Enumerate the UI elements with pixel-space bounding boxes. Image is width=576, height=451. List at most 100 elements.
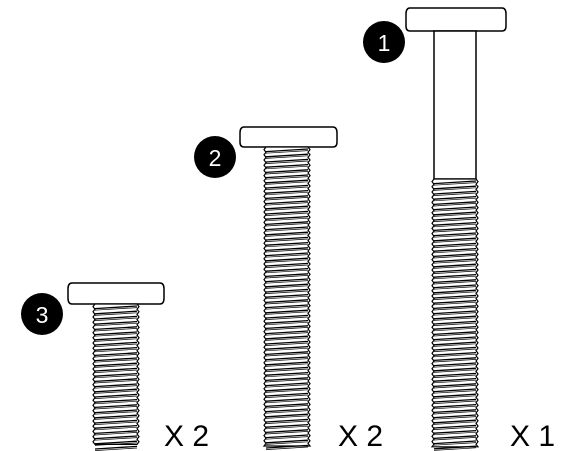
thread-line bbox=[433, 229, 477, 233]
thread-line bbox=[265, 254, 309, 258]
thread-line bbox=[265, 195, 309, 200]
thread-line bbox=[265, 221, 309, 226]
thread-line bbox=[433, 270, 477, 274]
thread-line bbox=[265, 264, 309, 268]
thread-line bbox=[433, 416, 477, 420]
thread-line bbox=[265, 410, 309, 414]
badge-2-number: 2 bbox=[209, 145, 222, 171]
thread-line bbox=[433, 431, 477, 436]
thread-line bbox=[265, 275, 309, 279]
thread-line bbox=[433, 447, 477, 451]
thread-line bbox=[265, 394, 309, 398]
thread-line bbox=[94, 411, 138, 415]
thread-line bbox=[265, 163, 309, 168]
thread-line bbox=[94, 354, 138, 358]
thread-line bbox=[265, 340, 309, 345]
thread-line bbox=[265, 356, 309, 361]
screw-1-shank bbox=[433, 30, 477, 180]
thread-line bbox=[265, 368, 309, 372]
thread-line bbox=[94, 348, 138, 353]
thread-line bbox=[265, 252, 309, 257]
thread-line bbox=[94, 424, 138, 429]
thread-line bbox=[433, 190, 477, 195]
thread-line bbox=[433, 211, 477, 216]
thread-line bbox=[433, 294, 477, 299]
thread-line bbox=[433, 364, 477, 368]
thread-line bbox=[265, 439, 309, 444]
thread-line bbox=[265, 366, 309, 371]
thread-line bbox=[94, 341, 138, 346]
thread-line bbox=[94, 305, 138, 310]
thread-line bbox=[265, 241, 309, 246]
quantity-label-1: X 1 bbox=[510, 420, 555, 451]
thread-line bbox=[433, 429, 477, 434]
thread-line bbox=[433, 221, 477, 226]
thread-line bbox=[433, 320, 477, 325]
thread-line bbox=[265, 418, 309, 423]
thread-line bbox=[265, 257, 309, 262]
thread-line bbox=[433, 253, 477, 258]
thread-line bbox=[265, 153, 309, 158]
thread-line bbox=[265, 280, 309, 284]
thread-line bbox=[94, 416, 138, 420]
thread-line bbox=[433, 182, 477, 186]
thread-line bbox=[265, 399, 309, 404]
thread-line bbox=[94, 369, 138, 373]
thread-line bbox=[265, 215, 309, 220]
thread-line bbox=[433, 424, 477, 429]
thread-line bbox=[265, 228, 309, 232]
thread-line bbox=[433, 289, 477, 294]
thread-line bbox=[94, 307, 138, 311]
thread-line bbox=[433, 351, 477, 356]
thread-line bbox=[265, 273, 309, 278]
thread-line bbox=[433, 281, 477, 285]
thread-line bbox=[433, 249, 477, 254]
thread-line bbox=[265, 431, 309, 435]
thread-line bbox=[94, 326, 138, 331]
thread-line bbox=[265, 299, 309, 304]
thread-line bbox=[433, 369, 477, 373]
thread-line bbox=[265, 217, 309, 222]
screw-1-head bbox=[405, 7, 507, 32]
thread-line bbox=[265, 200, 309, 205]
thread-line bbox=[265, 210, 309, 215]
thread-line bbox=[433, 255, 477, 259]
thread-line bbox=[265, 267, 309, 272]
thread-line bbox=[433, 310, 477, 315]
thread-line bbox=[94, 372, 138, 377]
thread-line bbox=[265, 389, 309, 393]
thread-line bbox=[265, 158, 309, 163]
thread-line bbox=[265, 179, 309, 184]
thread-line bbox=[265, 361, 309, 366]
badge-3 bbox=[21, 293, 63, 335]
thread-line bbox=[265, 304, 309, 309]
thread-line bbox=[265, 290, 309, 294]
thread-line bbox=[433, 348, 477, 352]
thread-line bbox=[94, 374, 138, 379]
badge-2 bbox=[194, 136, 236, 178]
thread-line bbox=[265, 223, 309, 227]
thread-line bbox=[265, 226, 309, 231]
thread-line bbox=[433, 299, 477, 304]
thread-line bbox=[265, 408, 309, 413]
thread-line bbox=[94, 343, 138, 347]
thread-line bbox=[265, 184, 309, 189]
thread-line bbox=[433, 305, 477, 310]
thread-line bbox=[94, 367, 138, 372]
thread-line bbox=[94, 331, 138, 336]
thread-line bbox=[94, 426, 138, 431]
thread-line bbox=[265, 397, 309, 402]
screw-1: 1 X 1 bbox=[363, 7, 555, 451]
thread-line bbox=[433, 341, 477, 346]
thread-line bbox=[433, 195, 477, 200]
thread-line bbox=[265, 330, 309, 335]
thread-line bbox=[265, 429, 309, 434]
thread-line bbox=[433, 403, 477, 408]
thread-line bbox=[265, 262, 309, 267]
badge-1 bbox=[363, 21, 405, 63]
thread-line bbox=[94, 390, 138, 394]
thread-line bbox=[433, 322, 477, 326]
thread-line bbox=[265, 186, 309, 190]
thread-line bbox=[94, 317, 138, 321]
thread-line bbox=[433, 239, 477, 243]
